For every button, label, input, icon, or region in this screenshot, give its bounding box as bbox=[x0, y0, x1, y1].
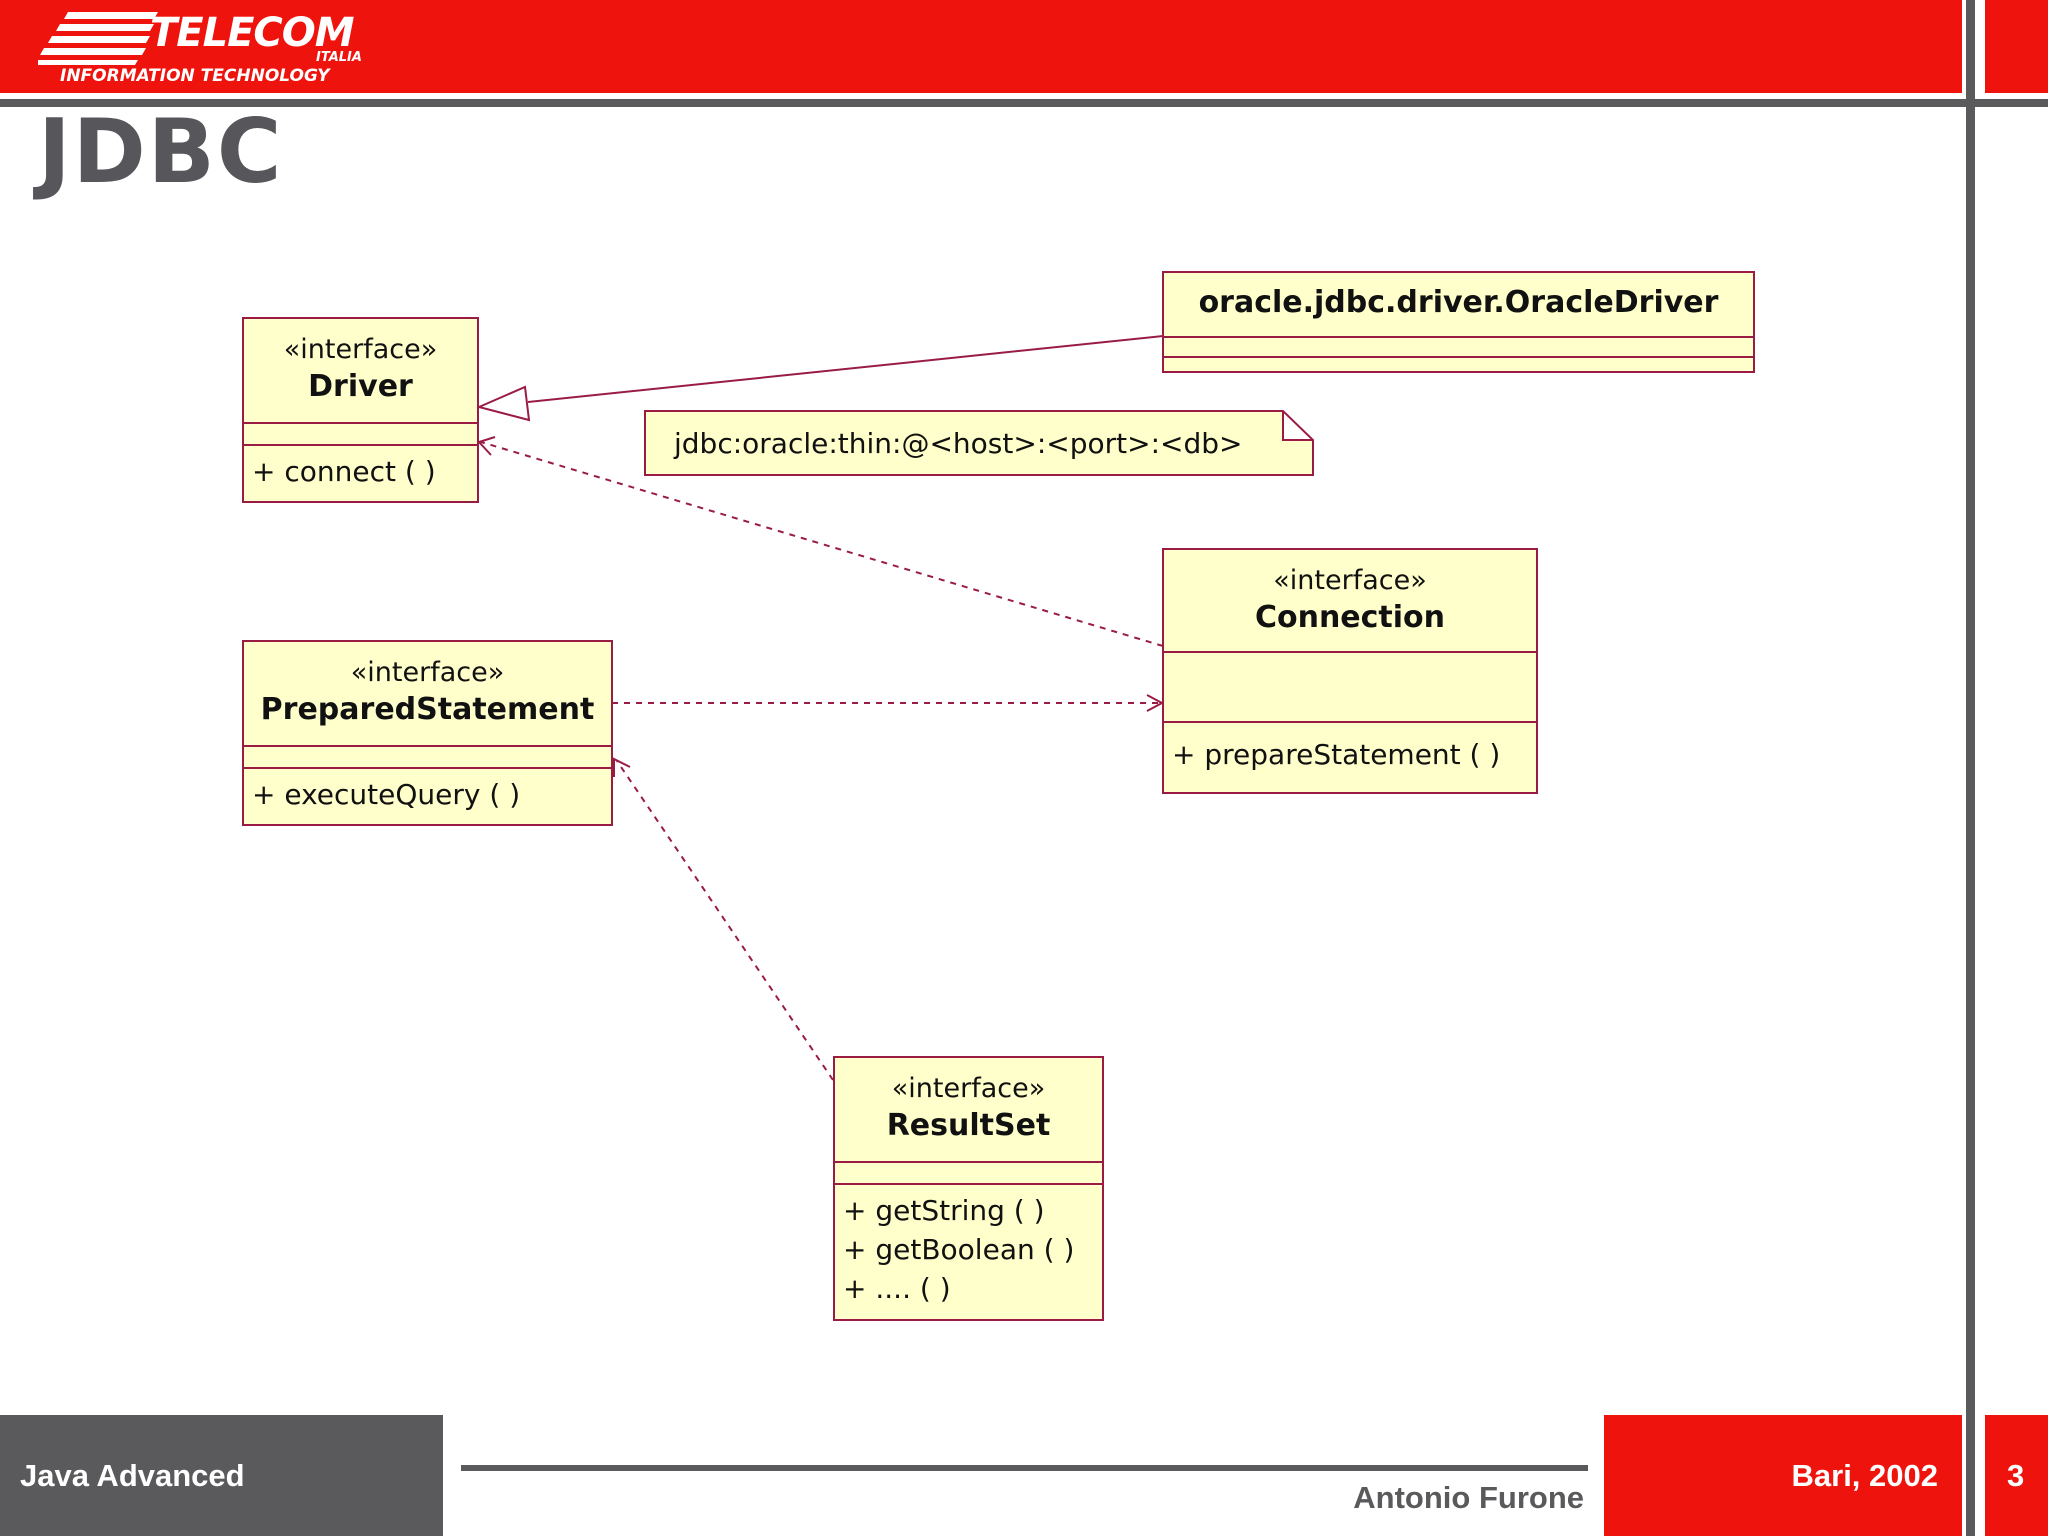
operation: + getBoolean ( ) bbox=[843, 1233, 1075, 1266]
stereotype-label: «interface» bbox=[350, 657, 505, 688]
logo-stripes-icon bbox=[38, 12, 158, 65]
page-number: 3 bbox=[2007, 1458, 2025, 1493]
class-result-set: «interface» ResultSet + getString ( ) + … bbox=[833, 1056, 1104, 1321]
dependency-arrowhead-statement-icon bbox=[613, 757, 631, 777]
footer-course-box: Java Advanced bbox=[0, 1415, 443, 1536]
operation: + getString ( ) bbox=[843, 1194, 1045, 1227]
footer-rule bbox=[461, 1465, 1588, 1471]
realization-line bbox=[527, 335, 1164, 403]
operation-compartment: + prepareStatement ( ) bbox=[1164, 723, 1536, 774]
dependency-connection-driver bbox=[480, 441, 1164, 647]
class-oracle-driver: oracle.jdbc.driver.OracleDriver bbox=[1162, 271, 1755, 373]
attribute-compartment bbox=[835, 1163, 1102, 1185]
header-bar-right bbox=[1985, 0, 2048, 93]
class-name-compartment: «interface» PreparedStatement bbox=[244, 642, 611, 747]
slide-title: JDBC bbox=[38, 100, 284, 203]
footer-date-box: Bari, 2002 bbox=[1604, 1415, 1962, 1536]
attribute-compartment bbox=[244, 747, 611, 769]
right-vertical-rule bbox=[1966, 0, 1975, 1536]
class-name: oracle.jdbc.driver.OracleDriver bbox=[1198, 285, 1719, 320]
logo-italia-text: ITALIA bbox=[316, 50, 362, 65]
dependency-arrowhead-driver-icon bbox=[477, 436, 496, 456]
logo-telecom-text: TELECOM bbox=[150, 10, 355, 56]
realization-arrowhead-icon bbox=[475, 385, 531, 422]
operation: + .... ( ) bbox=[843, 1272, 951, 1305]
operation: + prepareStatement ( ) bbox=[1172, 738, 1501, 771]
header-bar bbox=[0, 0, 1962, 93]
operation-compartment: + connect ( ) bbox=[244, 446, 477, 491]
footer-place-date: Bari, 2002 bbox=[1791, 1458, 1939, 1493]
dependency-resultset-statement bbox=[616, 760, 834, 1081]
class-name: Driver bbox=[308, 369, 413, 404]
telecom-logo: TELECOM ITALIA INFORMATION TECHNOLOGY bbox=[38, 6, 378, 90]
class-name: PreparedStatement bbox=[260, 692, 595, 727]
operation-compartment: + getString ( ) + getBoolean ( ) + .... … bbox=[835, 1185, 1102, 1308]
operation: + executeQuery ( ) bbox=[252, 778, 521, 811]
connection-url-note: jdbc:oracle:thin:@<host>:<port>:<db> bbox=[674, 427, 1243, 460]
class-name-compartment: oracle.jdbc.driver.OracleDriver bbox=[1164, 273, 1753, 338]
footer-author: Antonio Furone bbox=[1353, 1480, 1584, 1515]
class-name: Connection bbox=[1254, 600, 1446, 635]
footer-page-box: 3 bbox=[1985, 1415, 2048, 1536]
class-name-compartment: «interface» Driver bbox=[244, 319, 477, 424]
attribute-compartment bbox=[1164, 653, 1536, 723]
stereotype-label: «interface» bbox=[1273, 565, 1427, 596]
class-name-compartment: «interface» Connection bbox=[1164, 550, 1536, 653]
operation: + connect ( ) bbox=[252, 455, 436, 488]
stereotype-label: «interface» bbox=[891, 1073, 1046, 1104]
class-name: ResultSet bbox=[886, 1108, 1051, 1143]
class-connection: «interface» Connection + prepareStatemen… bbox=[1162, 548, 1538, 794]
class-name-compartment: «interface» ResultSet bbox=[835, 1058, 1102, 1163]
attribute-compartment bbox=[1164, 338, 1753, 358]
note-shape bbox=[644, 410, 1314, 476]
class-prepared-statement: «interface» PreparedStatement + executeQ… bbox=[242, 640, 613, 826]
logo-division-text: INFORMATION TECHNOLOGY bbox=[60, 66, 330, 86]
operation-compartment: + executeQuery ( ) bbox=[244, 769, 611, 814]
header-underline bbox=[0, 99, 2048, 107]
class-driver: «interface» Driver + connect ( ) bbox=[242, 317, 479, 503]
footer-course: Java Advanced bbox=[20, 1458, 245, 1493]
stereotype-label: «interface» bbox=[283, 334, 438, 365]
attribute-compartment bbox=[244, 424, 477, 446]
